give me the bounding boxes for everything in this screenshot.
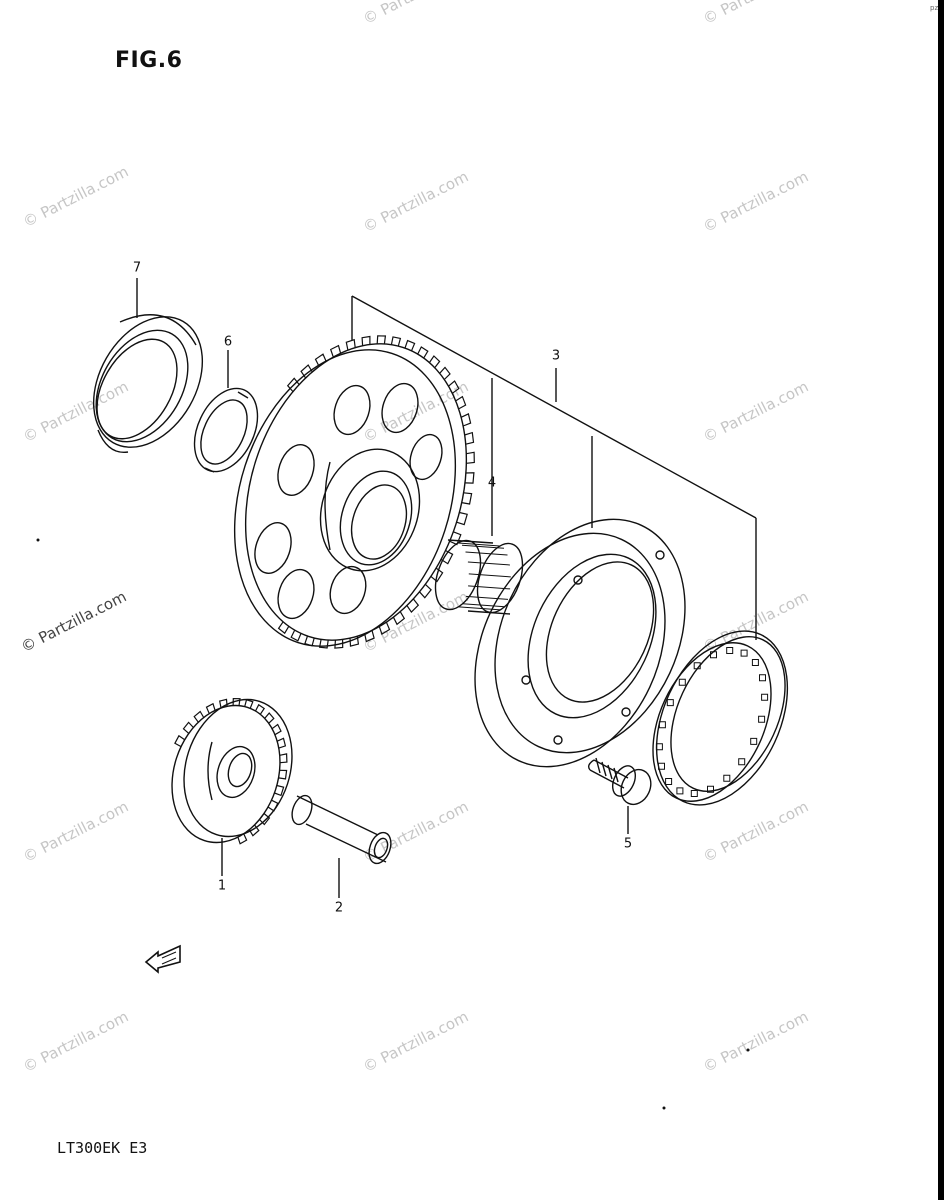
callout-2[interactable]: 2: [334, 900, 344, 916]
sprag-element: [677, 788, 683, 794]
needle-roller: [468, 562, 510, 565]
sprag-element: [667, 700, 673, 706]
sprag-element: [727, 648, 733, 654]
sprag-element: [708, 786, 714, 792]
needle-roller: [468, 586, 510, 589]
sprag-element: [659, 763, 665, 769]
sprag-element: [694, 663, 700, 669]
callout-7[interactable]: 7: [132, 260, 142, 276]
part-4-needle-bearing[interactable]: [427, 534, 531, 618]
leader-3-bracket: [352, 296, 756, 640]
sprag-element: [724, 775, 730, 781]
needle-roller: [466, 596, 508, 599]
callout-3[interactable]: 3: [551, 348, 561, 364]
sprag-element: [752, 660, 758, 666]
needle-roller: [459, 607, 501, 610]
part-7-ring[interactable]: [71, 297, 224, 466]
sprag-element: [711, 652, 717, 658]
figure-title: FIG.6: [115, 48, 183, 73]
sprag-element: [751, 738, 757, 744]
needle-roller: [469, 574, 511, 577]
part-2-shaft[interactable]: [288, 793, 394, 867]
needle-roller: [463, 604, 505, 607]
needle-roller: [458, 543, 500, 546]
sprag-element: [656, 744, 662, 750]
callout-1[interactable]: 1: [217, 878, 227, 894]
needle-roller: [466, 552, 508, 555]
sprag-element: [760, 675, 766, 681]
needle-roller: [462, 545, 504, 548]
front-direction-arrow-icon: [146, 946, 180, 972]
callout-4[interactable]: 4: [487, 475, 497, 491]
part-6-washer[interactable]: [182, 378, 270, 481]
sprag-element: [759, 716, 765, 722]
callout-5[interactable]: 5: [623, 836, 633, 852]
callout-6[interactable]: 6: [223, 334, 233, 350]
part-3-clutch-housing[interactable]: [439, 488, 722, 798]
starter-driven-gear[interactable]: [198, 315, 503, 675]
sprag-element: [741, 650, 747, 656]
sprag-element: [679, 679, 685, 685]
sprag-element: [666, 779, 672, 785]
sprag-element: [739, 759, 745, 765]
part-5-bolt[interactable]: [589, 758, 657, 809]
corner-mark: pz: [930, 4, 939, 12]
sprag-element: [659, 722, 665, 728]
one-way-clutch[interactable]: [629, 610, 813, 826]
part-1-idle-gear[interactable]: [155, 685, 309, 856]
sprag-element: [691, 791, 697, 797]
page-edge-bar: [938, 0, 944, 1200]
model-code: LT300EK E3: [57, 1139, 148, 1157]
sprag-element: [762, 694, 768, 700]
